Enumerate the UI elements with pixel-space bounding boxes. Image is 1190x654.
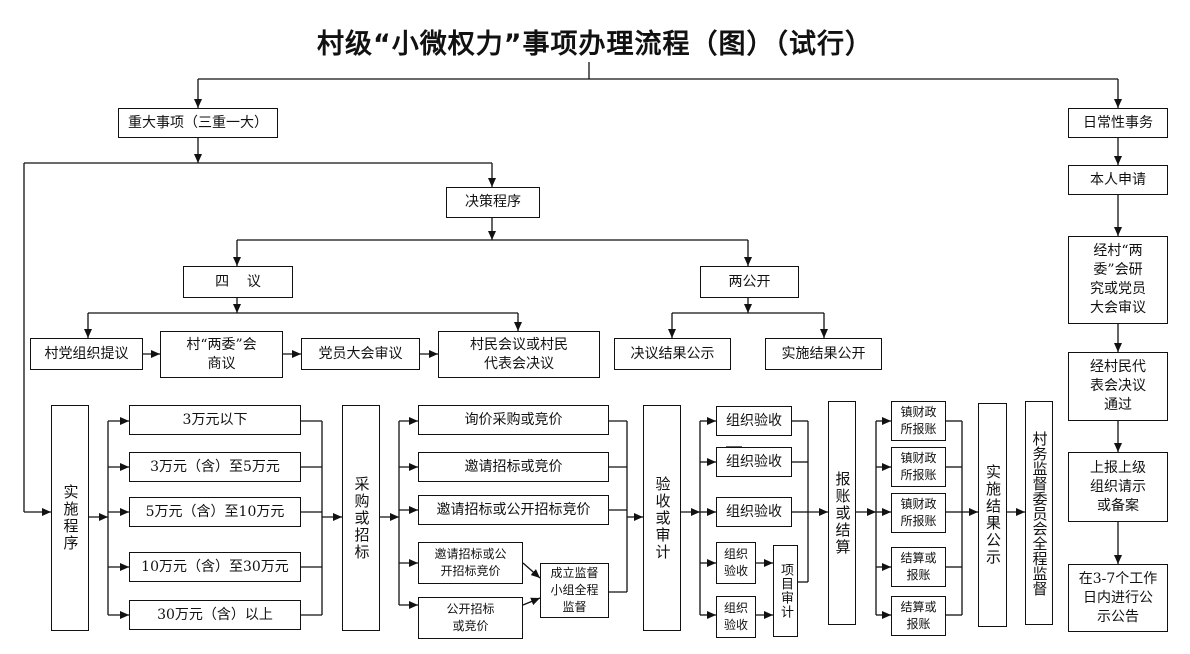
acceptance-box-1: 组织验收 [716,406,792,436]
amount-5w-10w-box: 5万元（含）至10万元 [129,497,301,527]
decision-procedure-box: 决策程序 [446,187,540,218]
committee-review-box: 经村“两 委”会研 究或党员 大会审议 [1068,236,1168,324]
finance-office-box-1: 镇财政 所报账 [891,401,946,441]
inquiry-procure-box: 询价采购或竞价 [418,405,609,435]
villager-rep-pass-box: 经村民代 表会决议 通过 [1068,352,1168,421]
routine-affairs-box: 日常性事务 [1068,108,1168,138]
supervision-group-box: 成立监督 小组全程 监督 [540,563,609,618]
major-matters-box: 重大事项（三重一大） [118,108,278,138]
announce-box: 在3-7个工作 日内进行公 示公告 [1068,564,1168,632]
project-audit-box: 项目审计 [773,545,798,637]
party-members-box: 党员大会审议 [301,338,420,370]
reimburse-settle-box: 报账或结算 [828,401,856,625]
report-superior-box: 上报上级 组织请示 或备案 [1068,452,1168,522]
amount-10w-30w-box: 10万元（含）至30万元 [129,552,301,582]
page-title: 村级“小微权力”事项办理流程（图）（试行） [317,29,873,60]
self-apply-box: 本人申请 [1068,165,1168,195]
villagers-meeting-box: 村民会议或村民 代表会决议 [438,331,600,378]
acceptance-box-3: 组织验收 [716,497,792,527]
village-supervision-box: 村务监督委员会全程监督 [1025,401,1053,625]
finance-office-box-3: 镇财政 所报账 [891,493,946,533]
amount-over-30w-box: 30万元（含）以上 [129,600,301,630]
implement-procedure-box: 实施程序 [51,405,89,631]
public-tender-box: 公开招标 或竞价 [418,597,523,639]
two-committees-box: 村“两委”会 商议 [160,331,283,378]
result-public-box: 实施结果公开 [765,338,882,370]
acceptance-audit-box: 验收或审计 [643,405,681,631]
finance-office-box-2: 镇财政 所报账 [891,447,946,487]
two-publicities-box: 两公开 [700,266,799,298]
party-proposal-box: 村党组织提议 [30,338,143,370]
settle-report-box-2: 结算或 报账 [891,596,946,636]
amount-under-3w-box: 3万元以下 [129,405,301,435]
resolution-public-box: 决议结果公示 [614,338,731,370]
acceptance-box-2: 组织验收 [716,447,792,477]
procure-or-tender-box: 采购或招标 [342,405,380,631]
amount-3w-5w-box: 3万元（含）至5万元 [129,452,301,482]
four-discussions-box: 四 议 [183,266,293,298]
invite-or-public-tender-small-box: 邀请招标或公 开招标竞价 [418,542,523,584]
settle-report-box-1: 结算或 报账 [891,547,946,587]
invite-tender-box: 邀请招标或竞价 [418,452,609,482]
implement-result-public-box: 实施结果公示 [978,403,1007,627]
invite-or-public-tender-box: 邀请招标或公开招标竞价 [418,495,609,525]
acceptance-box-5: 组织 验收 [716,596,756,638]
acceptance-box-4: 组织 验收 [716,542,756,584]
